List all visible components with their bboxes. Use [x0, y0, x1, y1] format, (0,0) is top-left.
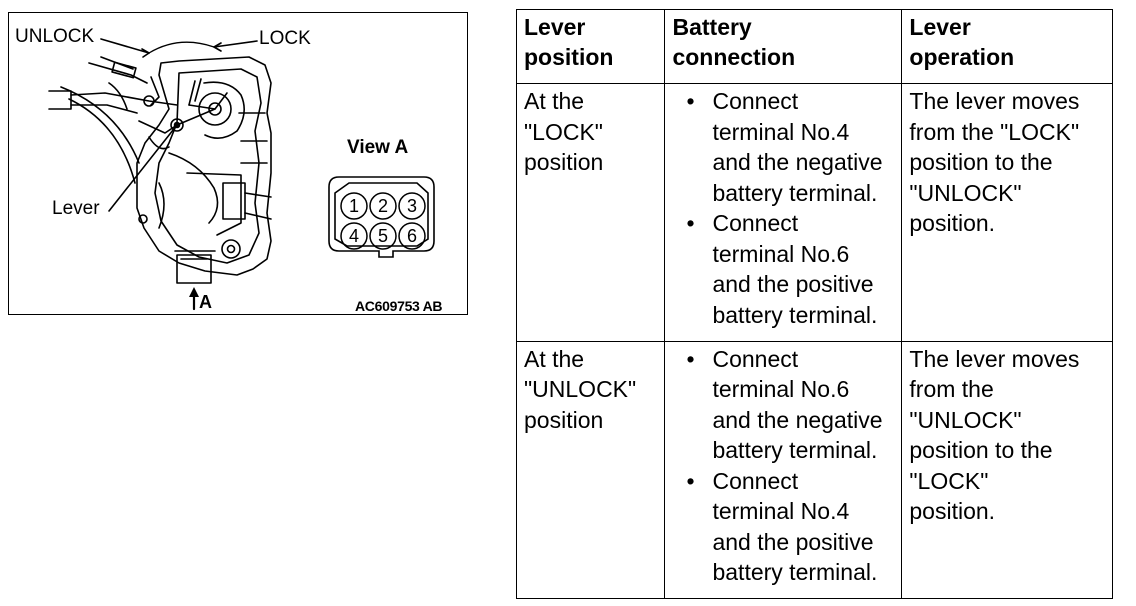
cell-battery-connection: Connect terminal No.6 and the negative b… [664, 340, 903, 600]
connector-pin-2 [369, 192, 397, 220]
cell-lever-position: At the "UNLOCK" position [515, 340, 666, 600]
connector-pin-3 [398, 192, 426, 220]
arrow-up-icon [189, 287, 199, 297]
table-row: At the "LOCK" position Connect terminal … [515, 83, 1113, 342]
list-item: Connect terminal No.4 and the negative b… [672, 86, 895, 208]
header-lever-operation: Lever operation [901, 8, 1113, 85]
connector-view-a [328, 176, 435, 258]
connector-pin-1 [340, 192, 368, 220]
unlock-label: UNLOCK [15, 26, 95, 47]
header-lever-position: Lever position [515, 8, 666, 85]
connector-pin-4 [340, 222, 368, 250]
cell-battery-connection: Connect terminal No.4 and the negative b… [664, 83, 903, 342]
cell-lever-position: At the "LOCK" position [515, 83, 666, 342]
cell-lever-operation: The lever moves from the "LOCK" position… [901, 83, 1113, 342]
header-battery-connection: Battery connection [664, 8, 903, 85]
lock-actuator-drawing: 1 2 3 4 5 6 [48, 38, 435, 311]
lever-operation-table: Lever position Battery connection Lever … [515, 8, 1113, 600]
list-item: Connect terminal No.6 and the negative b… [672, 344, 895, 466]
view-a-label: View A [347, 137, 409, 158]
pin-number: 5 [378, 226, 388, 246]
list-item: Connect terminal No.4 and the positive b… [672, 466, 895, 588]
pin-number: 4 [349, 226, 359, 246]
lever-label: Lever [52, 198, 100, 219]
cell-lever-operation: The lever moves from the "UNLOCK" positi… [901, 340, 1113, 600]
arrow-a-label: A [199, 292, 212, 312]
table-header-row: Lever position Battery connection Lever … [515, 8, 1113, 85]
pin-number: 2 [378, 196, 388, 216]
list-item: Connect terminal No.6 and the positive b… [672, 208, 895, 330]
lock-label: LOCK [259, 28, 311, 49]
lock-actuator-figure: 1 2 3 4 5 6 UNLOCK LOCK Lever View A A A… [8, 12, 468, 315]
figure-code: AC609753 AB [355, 298, 443, 314]
pin-number: 3 [407, 196, 417, 216]
table-row: At the "UNLOCK" position Connect termina… [515, 340, 1113, 600]
pin-number: 6 [407, 226, 417, 246]
pin-number: 1 [349, 196, 359, 216]
connector-pin-5 [369, 222, 397, 250]
connector-pin-6 [398, 222, 426, 250]
